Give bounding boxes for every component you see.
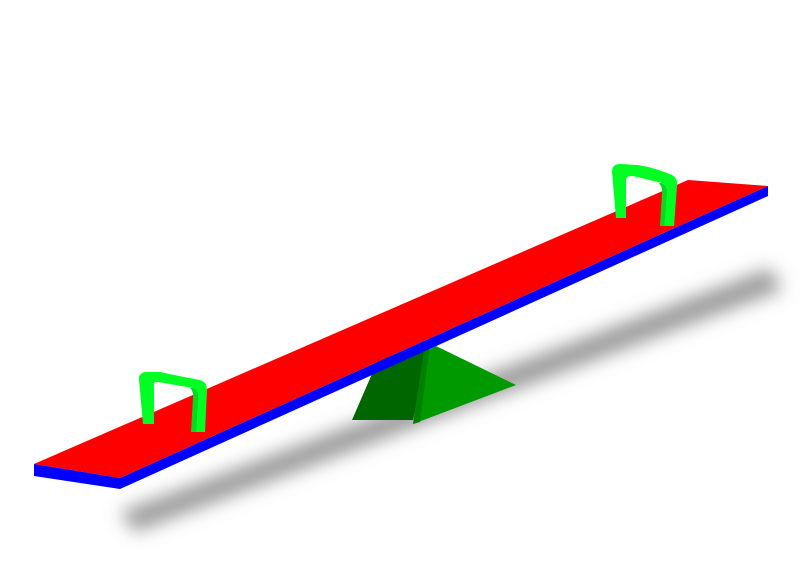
- board-side-edge: [120, 186, 768, 489]
- board-front-edge: [34, 464, 120, 489]
- fulcrum-side-face: [413, 345, 430, 424]
- seesaw-board: [34, 180, 768, 489]
- board-top-surface: [34, 180, 768, 478]
- fulcrum-front-face: [413, 346, 516, 424]
- fulcrum-back-face: [352, 345, 430, 420]
- right-handle: [612, 164, 678, 226]
- fulcrum: [352, 345, 516, 424]
- left-handle: [138, 372, 207, 432]
